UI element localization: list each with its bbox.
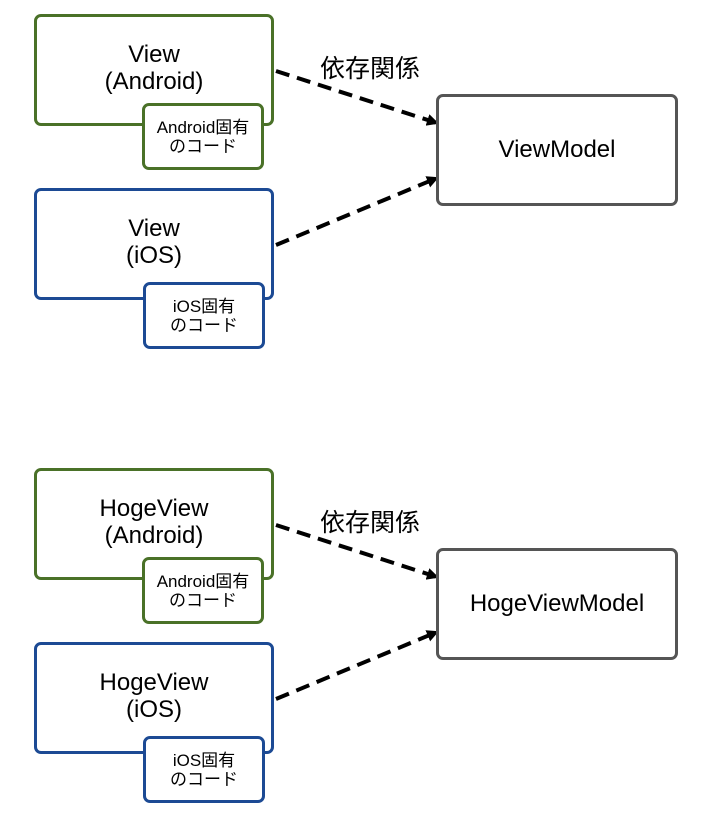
android-code-line1: Android固有	[156, 117, 250, 137]
dependency-label: 依存関係	[320, 509, 421, 537]
ios-code-line1: iOS固有	[172, 750, 236, 770]
android-view-title: HogeView	[99, 495, 209, 522]
dependency-arrows	[275, 523, 439, 701]
diagram-hogeview-hogeviewmodel: HogeView (Android) Android固有 のコード HogeVi…	[0, 454, 706, 814]
dependency-arrows	[275, 69, 439, 247]
ios-view-box: View (iOS)	[34, 188, 274, 300]
viewmodel-label: HogeViewModel	[469, 590, 645, 617]
viewmodel-box: HogeViewModel	[436, 548, 678, 660]
ios-view-title: View	[128, 215, 180, 242]
ios-code-line1: iOS固有	[172, 296, 236, 316]
ios-code-line2: のコード	[170, 315, 238, 335]
android-view-title: View	[128, 41, 180, 68]
ios-view-platform: (iOS)	[126, 696, 182, 723]
ios-code-box: iOS固有 のコード	[143, 736, 265, 803]
viewmodel-label: ViewModel	[498, 136, 616, 163]
diagram-view-viewmodel: View (Android) Android固有 のコード View (iOS)…	[0, 0, 706, 360]
viewmodel-box: ViewModel	[436, 94, 678, 206]
ios-dependency-arrow	[275, 176, 439, 247]
android-code-box: Android固有 のコード	[142, 103, 264, 170]
ios-view-box: HogeView (iOS)	[34, 642, 274, 754]
android-dependency-arrow	[275, 523, 439, 580]
android-code-line2: のコード	[168, 136, 237, 156]
ios-code-box: iOS固有 のコード	[143, 282, 265, 349]
ios-dependency-arrow	[275, 630, 439, 701]
android-dependency-arrow	[275, 69, 439, 126]
dependency-label: 依存関係	[320, 55, 421, 83]
android-code-box: Android固有 のコード	[142, 557, 264, 624]
android-view-platform: (Android)	[104, 68, 204, 95]
android-code-line1: Android固有	[156, 571, 250, 591]
android-code-line2: のコード	[168, 590, 237, 610]
ios-view-title: HogeView	[99, 669, 209, 696]
ios-view-platform: (iOS)	[126, 242, 182, 269]
android-view-platform: (Android)	[104, 522, 204, 549]
ios-code-line2: のコード	[170, 769, 238, 789]
